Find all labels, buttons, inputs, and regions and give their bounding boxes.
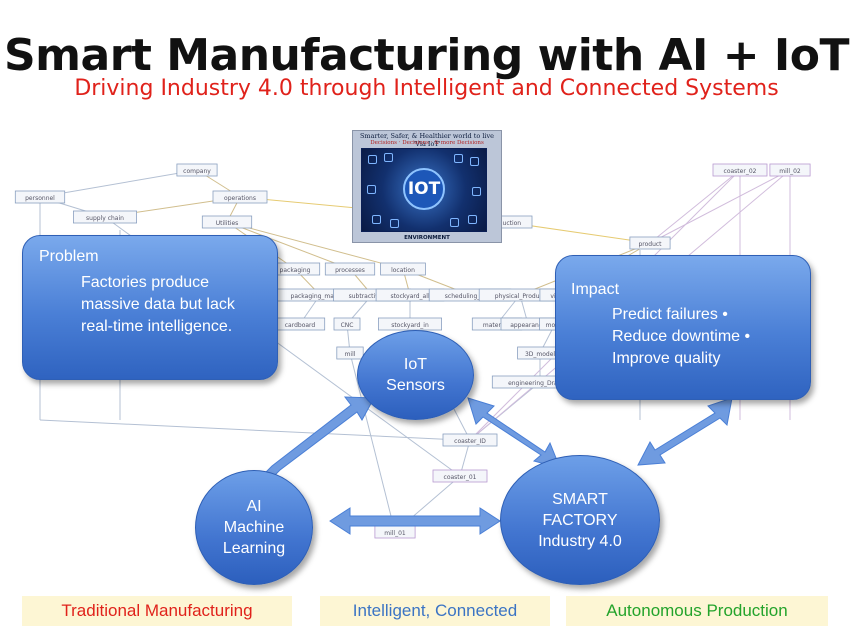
device-icon bbox=[468, 215, 477, 224]
graph-node: company bbox=[176, 163, 218, 177]
ai-ml-node: AI Machine Learning bbox=[195, 470, 313, 585]
graph-node-label: coaster_02 bbox=[724, 168, 757, 175]
graph-node-label: personnel bbox=[25, 195, 55, 202]
graph-node: Utilities bbox=[201, 215, 253, 229]
iot-image: Smarter, Safer, & Healthier world to liv… bbox=[352, 130, 502, 243]
device-icon bbox=[368, 155, 377, 164]
graph-node-label: location bbox=[391, 267, 415, 274]
graph-edge bbox=[649, 169, 791, 244]
graph-node-label: operations bbox=[224, 195, 256, 202]
graph-node-label: scheduling_Floor bbox=[445, 293, 496, 300]
node-label: Machine bbox=[223, 519, 285, 536]
impact-list: Predict failures • Reduce downtime • Imp… bbox=[612, 304, 750, 370]
graph-edge bbox=[226, 221, 351, 270]
iot-image-caption: Smarter, Safer, & Healthier world to liv… bbox=[359, 132, 495, 148]
arrow-ai-to-factory bbox=[329, 507, 501, 535]
node-label: Learning bbox=[222, 540, 286, 557]
problem-text: Factories produce massive data but lack … bbox=[81, 274, 235, 335]
device-icon bbox=[470, 157, 479, 166]
graph-node-label: stockyard_in bbox=[391, 322, 429, 329]
page-title: Smart Manufacturing with AI + IoT bbox=[3, 30, 850, 81]
device-icon bbox=[450, 218, 459, 227]
impact-item: Predict failures • bbox=[612, 306, 728, 323]
graph-edge bbox=[39, 419, 461, 441]
graph-node: processes bbox=[324, 262, 376, 276]
graph-node: coaster_02 bbox=[712, 163, 768, 177]
graph-node-label: physical_Product bbox=[495, 293, 546, 300]
node-label: SMART bbox=[552, 490, 608, 508]
impact-box: Impact Predict failures • Reduce downtim… bbox=[555, 255, 811, 400]
graph-node: stockyard_in bbox=[377, 317, 442, 331]
iot-image-panel: IOT bbox=[361, 148, 487, 232]
impact-item: Reduce downtime • bbox=[612, 328, 751, 345]
node-label: Industry 4.0 bbox=[538, 532, 622, 550]
graph-node-label: processes bbox=[335, 267, 365, 274]
iot-sensors-node: IoT Sensors bbox=[357, 330, 474, 420]
graph-node-label: engineering_Drawing bbox=[508, 380, 572, 387]
graph-edge bbox=[226, 221, 404, 270]
graph-node-label: product bbox=[638, 241, 662, 248]
graph-node-label: coaster_01 bbox=[444, 474, 477, 481]
graph-node: supply chain bbox=[73, 210, 138, 224]
graph-node-label: mill bbox=[345, 351, 356, 358]
device-icon bbox=[384, 153, 393, 162]
graph-node-label: packaging_material bbox=[291, 293, 350, 300]
node-label: FACTORY bbox=[542, 511, 618, 529]
node-label: IoT bbox=[403, 356, 428, 373]
graph-node: location bbox=[380, 262, 426, 276]
graph-node: coaster_01 bbox=[432, 469, 488, 483]
graph-node: personnel bbox=[14, 190, 66, 204]
label-intelligent-connected: Intelligent, Connected bbox=[320, 596, 550, 626]
problem-title: Problem bbox=[39, 248, 99, 265]
graph-node-label: supply chain bbox=[86, 215, 124, 222]
graph-node-label: stockyard_all bbox=[390, 293, 429, 300]
problem-box: Problem Factories produce massive data b… bbox=[22, 235, 278, 380]
graph-node: CNC bbox=[333, 317, 361, 331]
graph-node: mill_02 bbox=[769, 163, 811, 177]
label-traditional-manufacturing: Traditional Manufacturing bbox=[22, 596, 292, 626]
graph-node-label: 3D_model bbox=[525, 351, 555, 358]
graph-node: product bbox=[629, 236, 671, 250]
graph-node-label: cardboard bbox=[285, 322, 316, 329]
iot-image-environment-label: ENVIRONMENT bbox=[404, 235, 450, 241]
graph-node-label: appearance bbox=[510, 322, 546, 329]
graph-node-label: CNC bbox=[341, 322, 354, 329]
graph-node-label: production bbox=[489, 220, 521, 227]
graph-node: operations bbox=[212, 190, 268, 204]
arrow-iot-to-factory bbox=[467, 397, 561, 469]
graph-node-label: subtractive Mfg bbox=[349, 293, 396, 300]
node-label: Sensors bbox=[386, 377, 445, 394]
graph-node-label: Utilities bbox=[216, 220, 239, 227]
device-icon bbox=[390, 219, 399, 228]
graph-node-label: coaster_ID bbox=[454, 438, 486, 445]
impact-item: Improve quality bbox=[612, 350, 721, 367]
graph-node-label: materials bbox=[483, 322, 511, 329]
arrow-impact-to-factory bbox=[637, 397, 733, 466]
graph-node-label: mill_01 bbox=[384, 530, 406, 537]
device-icon bbox=[367, 185, 376, 194]
iot-image-subcaption: Decisions · Decisions · & more Decisions bbox=[370, 140, 484, 146]
node-label: AI bbox=[246, 498, 262, 515]
graph-node-label: mill_02 bbox=[779, 168, 801, 175]
device-icon bbox=[472, 187, 481, 196]
graph-node-label: company bbox=[183, 168, 211, 175]
device-icon bbox=[372, 215, 381, 224]
graph-node: coaster_ID bbox=[442, 433, 498, 447]
graph-node-label: packaging bbox=[280, 267, 311, 274]
smart-factory-node: SMART FACTORY Industry 4.0 bbox=[500, 455, 660, 585]
page-subtitle: Driving Industry 4.0 through Intelligent… bbox=[74, 76, 779, 101]
iot-badge: IOT bbox=[403, 168, 445, 210]
impact-title: Impact bbox=[571, 281, 620, 298]
label-autonomous-production: Autonomous Production bbox=[566, 596, 828, 626]
graph-edge bbox=[649, 169, 741, 244]
device-icon bbox=[454, 154, 463, 163]
graph-edge bbox=[39, 169, 198, 198]
